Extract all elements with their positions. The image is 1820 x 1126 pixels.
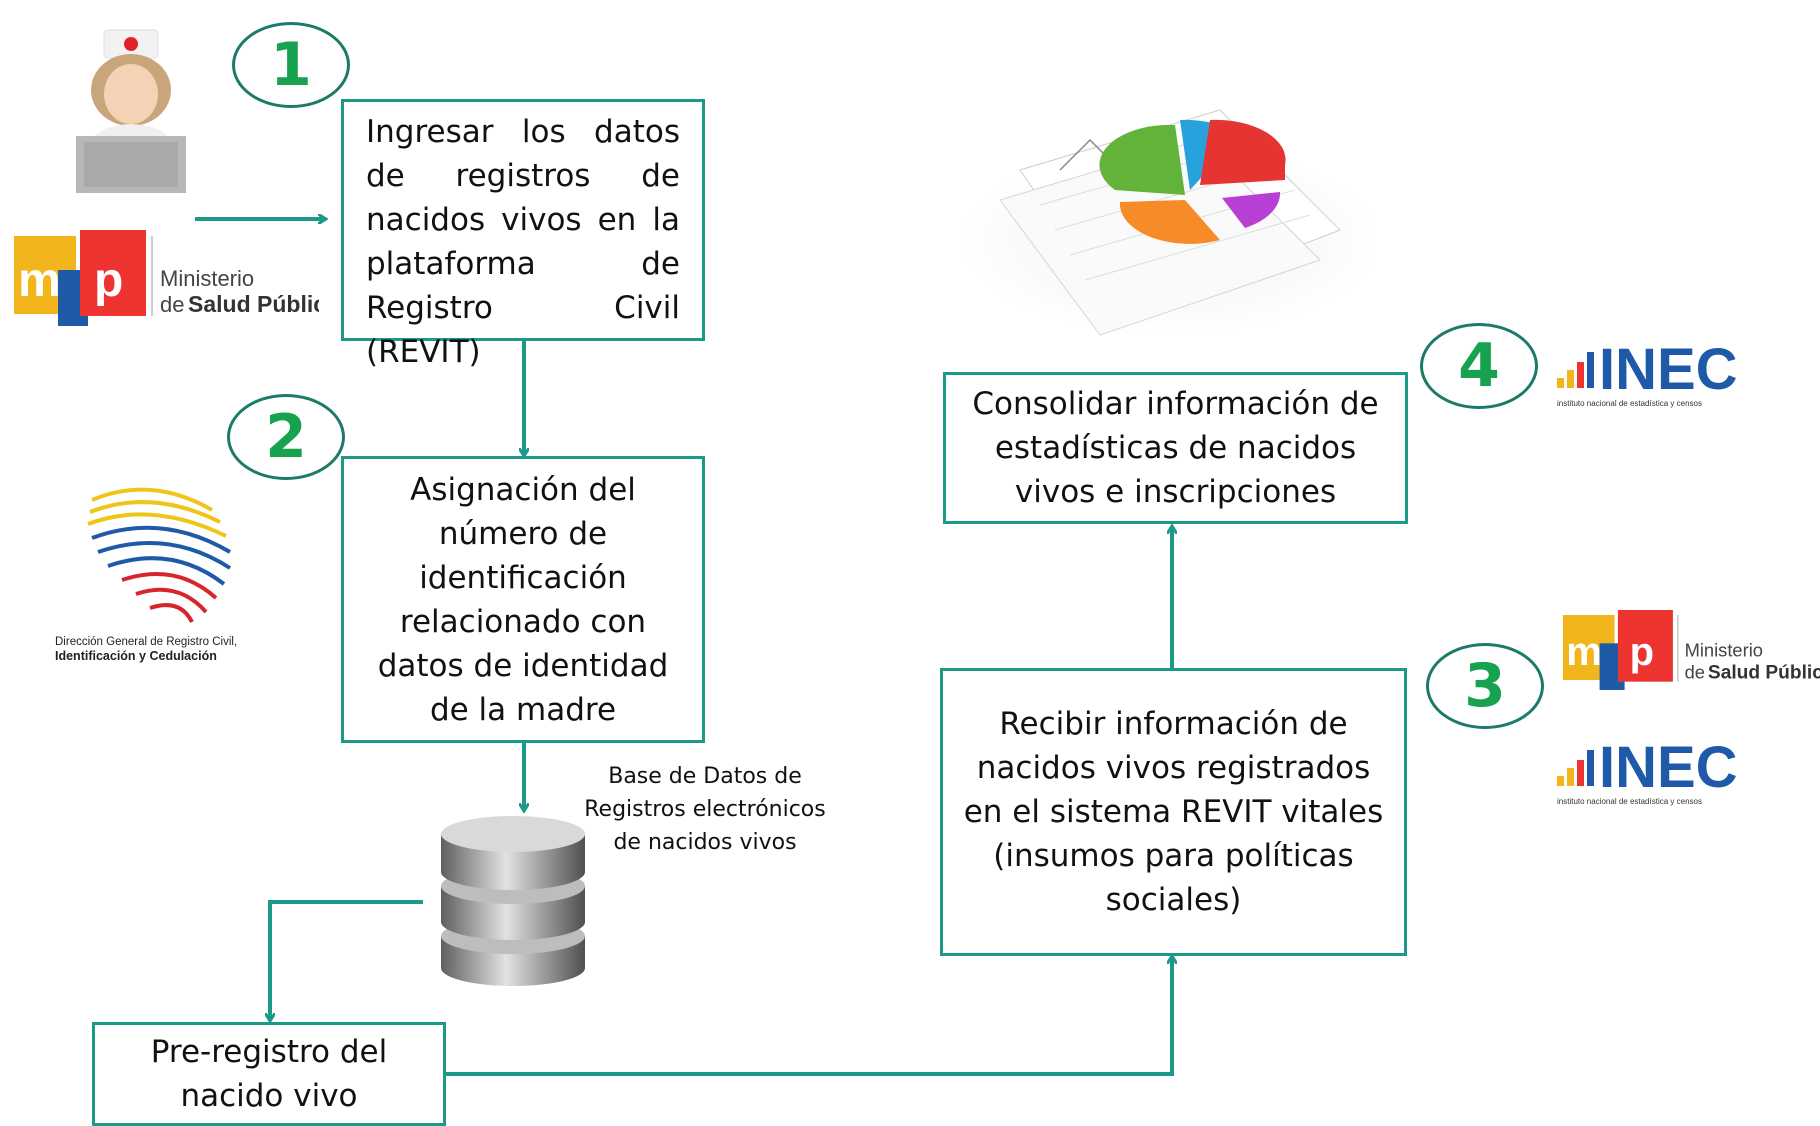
step-1-box: Ingresar los datos de registros de nacid…: [341, 99, 705, 370]
preregistro-box: Pre-registro del nacido vivo: [92, 1022, 446, 1126]
registro-civil-logo-text: Dirección General de Registro Civil, Ide…: [55, 635, 265, 663]
svg-text:p: p: [1630, 630, 1654, 674]
step-4-box: Consolidar información de estadísticas d…: [943, 372, 1408, 524]
inec-bottom-name: INEC: [1599, 735, 1738, 800]
step-4-badge: 4: [1420, 323, 1538, 409]
step-2-box: Asignación del número de identificación …: [341, 456, 705, 743]
step-3-box: Recibir información de nacidos vivos reg…: [940, 668, 1407, 956]
msp-logo-left: m p Ministerio de Salud Pública: [14, 230, 319, 326]
step-1-badge: 1: [232, 22, 350, 108]
inec-top-subtitle: instituto nacional de estadística y cens…: [1557, 399, 1702, 408]
registro-civil-line2: Identificación y Cedulación: [55, 649, 217, 663]
msp-logo-right: m p Ministerio de Salud Pública: [1562, 610, 1820, 690]
inec-bottom-subtitle: instituto nacional de estadística y cens…: [1557, 797, 1702, 806]
step-3-badge: 3: [1426, 643, 1544, 729]
fingerprint-logo: [87, 487, 232, 623]
msp-right-ministerio-text: Ministerio: [1685, 640, 1763, 661]
arrow-database-to-preregistro: [270, 900, 423, 1020]
inec-logo-top: INEC instituto nacional de estadística y…: [1557, 337, 1738, 408]
msp-right-de-text: de: [1685, 661, 1705, 682]
msp-de-text: de: [160, 292, 184, 317]
arrow-preregistro-to-step3: [445, 957, 1172, 1076]
msp-right-salud-text: Salud Pública: [1708, 662, 1820, 683]
svg-text:m: m: [1566, 630, 1602, 674]
inec-top-name: INEC: [1599, 337, 1738, 402]
database-caption: Base de Datos de Registros electrónicos …: [584, 764, 826, 855]
svg-text:m: m: [18, 254, 61, 307]
nurse-icon: [76, 29, 186, 193]
step-2-badge: 2: [227, 394, 345, 480]
msp-salud-text: Salud Pública: [188, 291, 319, 317]
database-icon: [441, 816, 585, 986]
inec-logo-bottom: INEC instituto nacional de estadística y…: [1557, 735, 1738, 806]
msp-ministerio-text: Ministerio: [160, 266, 254, 291]
registro-civil-line1: Dirección General de Registro Civil,: [55, 636, 238, 648]
pie-chart-illustration: [960, 109, 1380, 336]
svg-text:p: p: [94, 254, 123, 307]
